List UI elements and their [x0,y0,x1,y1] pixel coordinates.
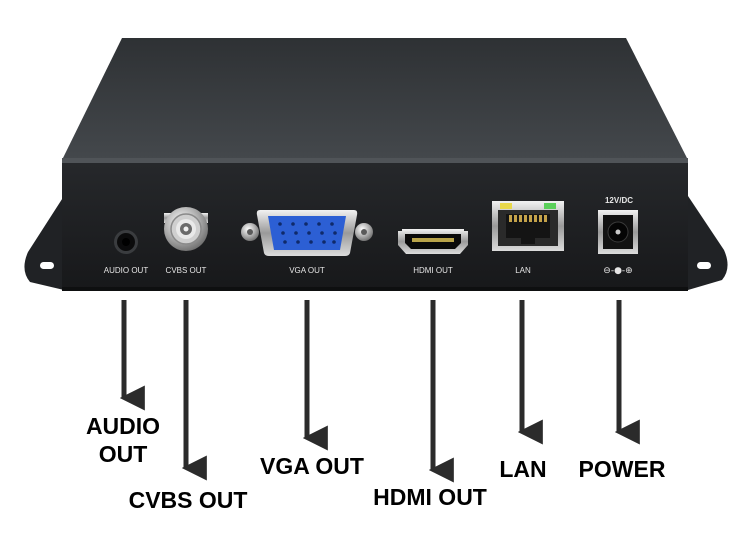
hdmi-out-port: HDMI OUT [398,229,468,275]
chassis-top [62,38,688,160]
lan-led-right [544,203,556,209]
chassis-edge [62,158,688,164]
lan-port: LAN [492,201,564,275]
cvbs-out-port: CVBS OUT [164,207,208,275]
callout-audio-out: AUDIO OUT [78,412,168,468]
callout-cvbs-out: CVBS OUT [128,487,248,513]
chassis-face [62,163,688,291]
callout-arrows [119,300,640,483]
panel-label-hdmi: HDMI OUT [413,266,453,275]
panel-label-power-rating: 12V/DC [605,196,633,205]
vga-pins [278,222,337,244]
callout-hdmi-out: HDMI OUT [373,484,487,510]
audio-out-port: AUDIO OUT [104,230,149,275]
mounting-ear-left [24,196,65,290]
panel-label-lan: LAN [515,266,531,275]
lan-contacts [509,215,547,222]
panel-label-vga: VGA OUT [289,266,325,275]
ear-hole-right [697,262,711,269]
lan-led-left [500,203,512,209]
panel-label-cvbs: CVBS OUT [166,266,207,275]
callout-audio-line1: AUDIO [85,413,161,439]
ear-hole-left [40,262,54,269]
chassis-bottom-shadow [62,287,688,291]
callout-lan: LAN [499,456,547,482]
callout-power: POWER [578,456,666,482]
callout-audio-line2: OUT [98,441,148,467]
mounting-ear-right [688,196,728,290]
panel-label-audio: AUDIO OUT [104,266,149,275]
vga-out-port: VGA OUT [241,210,373,275]
callout-vga-out: VGA OUT [260,453,364,479]
panel-label-polarity: ⊖-●-⊕ [603,266,632,276]
power-port: 12V/DC ⊖-●-⊕ [598,196,638,276]
